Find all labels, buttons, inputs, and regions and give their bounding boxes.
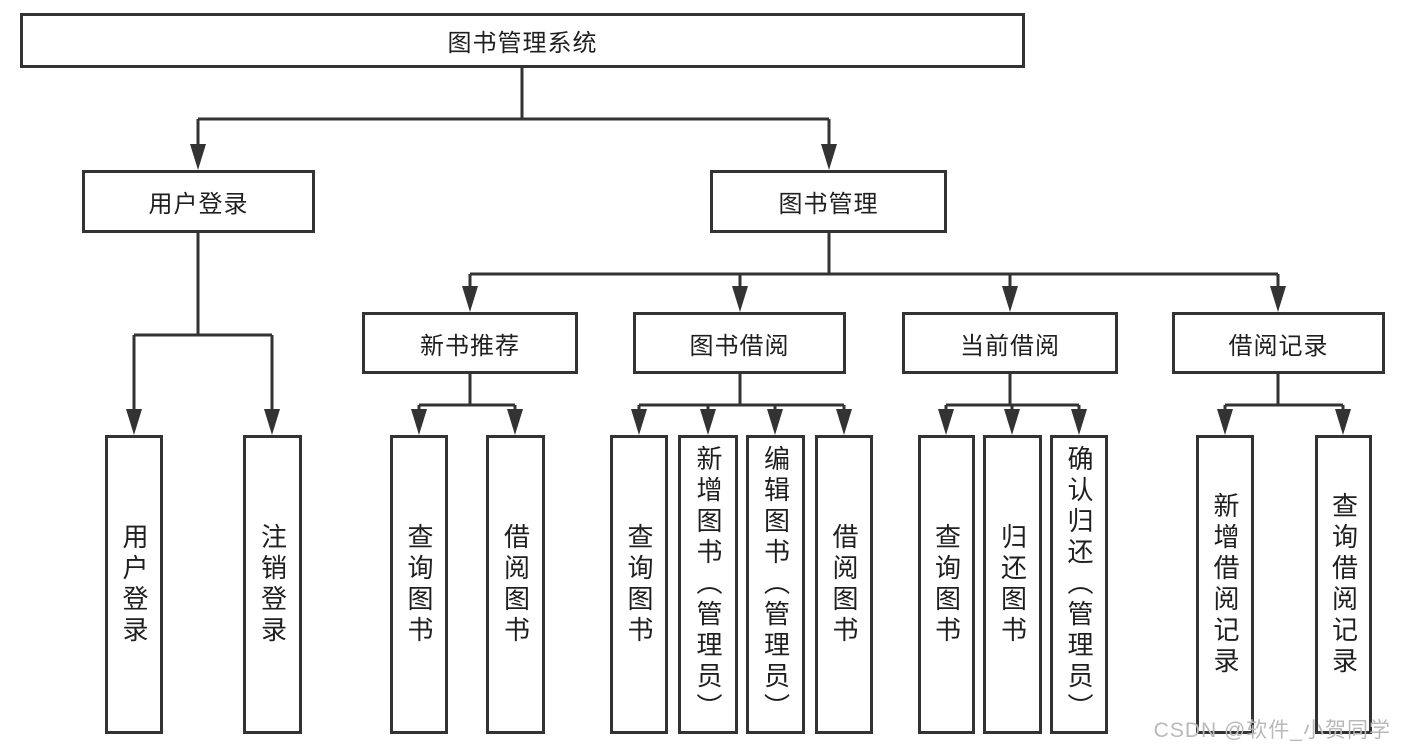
connector-bookborrow-to-leaves	[631, 374, 852, 435]
connector-newbook-to-leaves	[411, 374, 523, 435]
leaf-user-login: 用户登录	[105, 435, 163, 734]
connector-bookmgmt-to-level3	[462, 233, 1286, 312]
leaf-logout: 注销登录	[243, 435, 302, 734]
connector-userlogin-to-leaves	[126, 233, 280, 435]
node-current-borrow: 当前借阅	[902, 312, 1118, 374]
connector-currentborrow-to-leaves	[938, 374, 1087, 435]
node-book-management: 图书管理	[710, 170, 947, 233]
node-root: 图书管理系统	[20, 13, 1025, 68]
node-borrow-records: 借阅记录	[1172, 312, 1385, 374]
leaf-newbook-borrow: 借阅图书	[486, 435, 545, 734]
node-book-borrow: 图书借阅	[633, 312, 846, 374]
connector-root-to-level2	[190, 68, 837, 170]
leaf-current-query: 查询图书	[918, 435, 975, 734]
leaf-borrow-borrow: 借阅图书	[815, 435, 873, 734]
leaf-current-return: 归还图书	[983, 435, 1042, 734]
connector-records-to-leaves	[1217, 374, 1351, 435]
node-user-login: 用户登录	[82, 170, 315, 233]
node-new-book-recommend: 新书推荐	[362, 312, 578, 374]
leaf-borrow-query: 查询图书	[610, 435, 668, 734]
leaf-borrow-edit: 编辑图书（管理员）	[746, 435, 805, 734]
leaf-current-confirm: 确认归还（管理员）	[1050, 435, 1108, 734]
leaf-borrow-add: 新增图书（管理员）	[678, 435, 738, 734]
leaf-newbook-query: 查询图书	[390, 435, 448, 734]
leaf-records-query: 查询借阅记录	[1315, 435, 1372, 734]
leaf-records-add: 新增借阅记录	[1196, 435, 1254, 734]
